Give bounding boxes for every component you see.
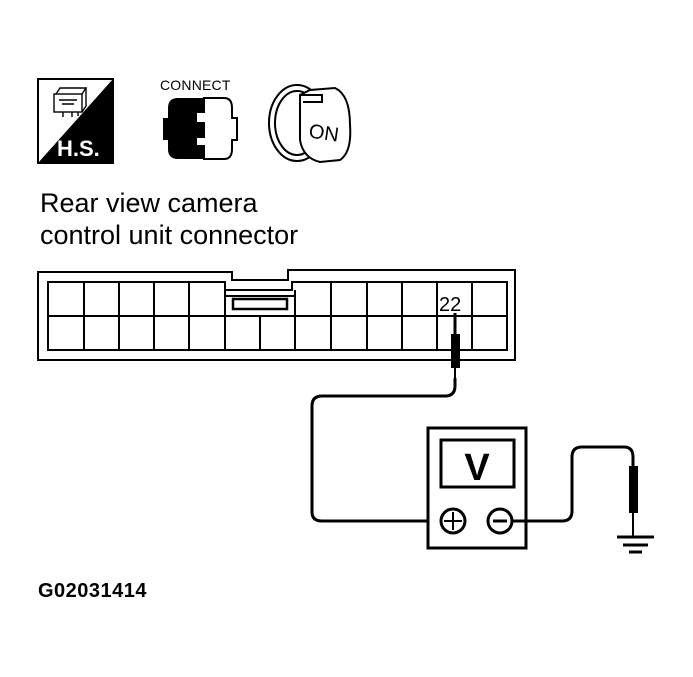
connect-label: CONNECT: [160, 77, 231, 93]
terminal-22-label: 22: [439, 294, 461, 316]
ignition-key-on-icon: [268, 84, 352, 164]
hs-label: H.S.: [57, 136, 100, 161]
title-line-2: control unit connector: [40, 220, 299, 250]
connector-connect-icon: [163, 97, 238, 160]
connector-cavities: [48, 282, 507, 350]
title-line-1: Rear view camera: [40, 188, 258, 218]
positive-lead-wire: [310, 378, 457, 523]
positive-probe: [451, 313, 460, 378]
ground-icon: [617, 535, 654, 554]
ignition-on-label: ON: [307, 121, 340, 147]
negative-terminal-icon: [486, 507, 514, 535]
meter-display-v: V: [464, 447, 490, 489]
harness-sensor-icon: [37, 78, 114, 164]
figure-id: G02031414: [38, 580, 148, 602]
negative-probe: [629, 466, 638, 537]
positive-terminal-icon: [439, 507, 467, 535]
negative-lead-wire: [512, 445, 635, 523]
